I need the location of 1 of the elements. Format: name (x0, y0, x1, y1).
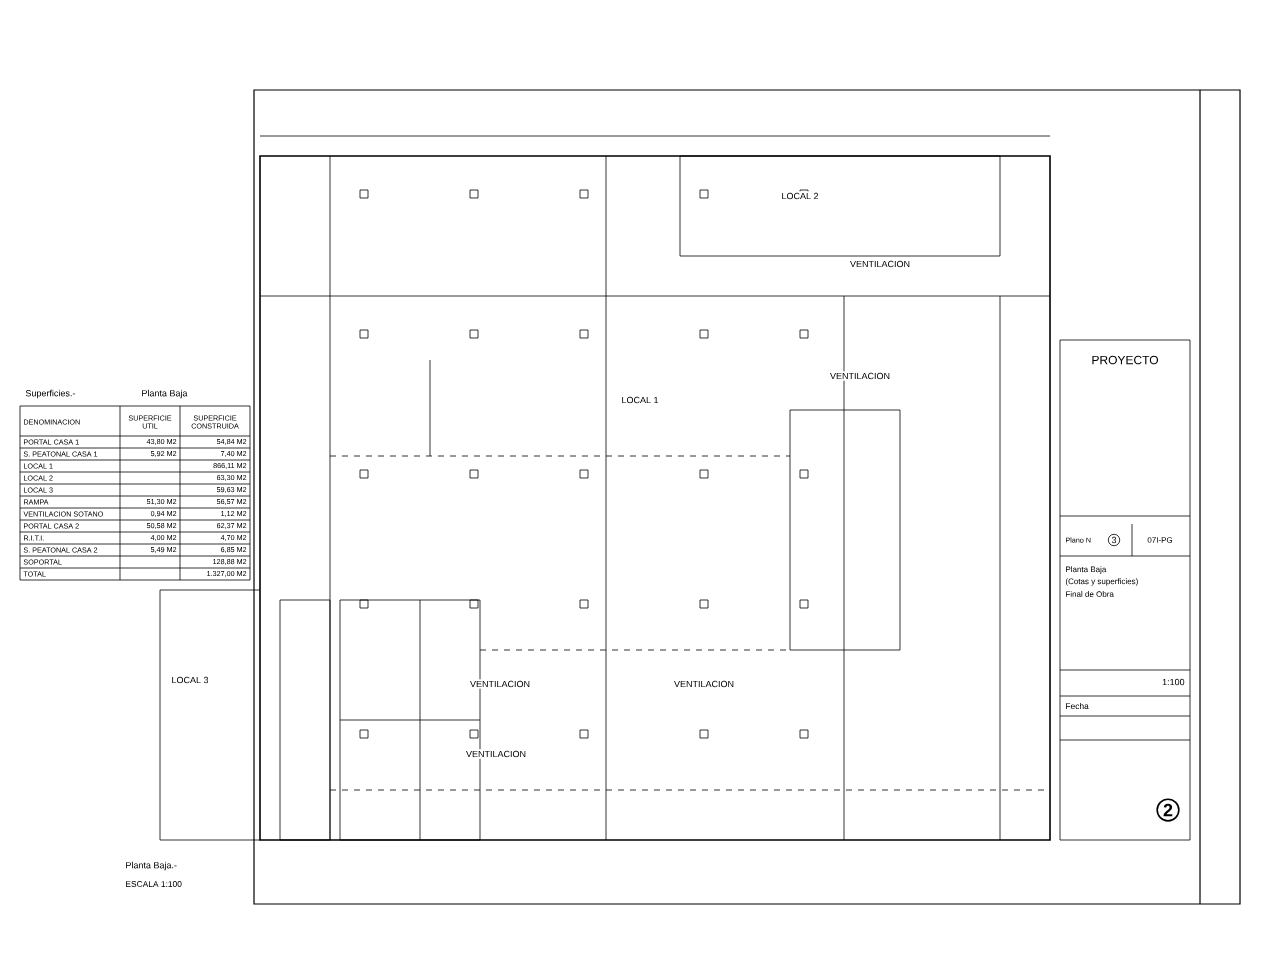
drawing-number: 2 (1156, 798, 1180, 822)
